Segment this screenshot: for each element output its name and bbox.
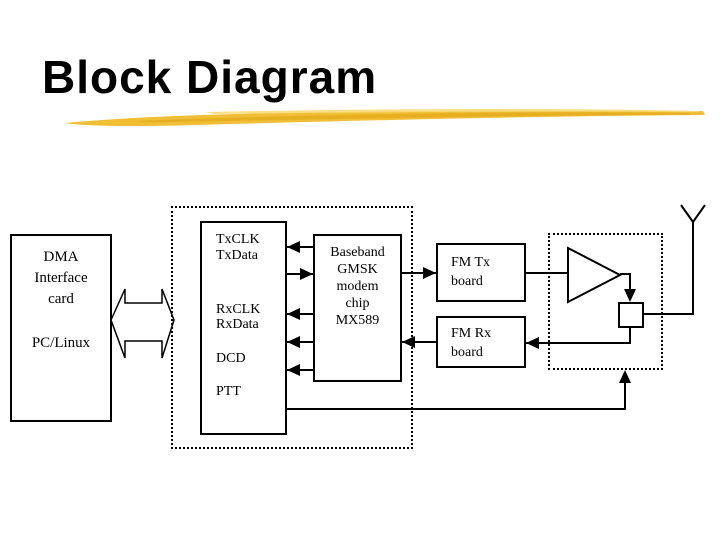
fm-tx-board-box: FM Tx board [436,243,526,302]
rxclk-arrowhead-icon [287,308,300,320]
dcd-line [287,369,313,371]
modem-label-line1: Baseband [330,245,385,260]
antenna-switch-box [618,302,644,328]
fm-tx-label-line2: board [451,274,483,289]
fm-rx-board-box: FM Rx board [436,316,526,368]
modem-label-line3: modem [336,279,379,294]
fm-tx-label-line1: FM Tx [451,255,491,270]
bidirectional-bus-arrow-icon [110,288,175,359]
dcd-arrowhead-icon [287,364,300,376]
signal-label-rxdata: RxData [216,317,259,332]
amp-to-switch-arrowhead-icon [624,289,636,302]
pc-linux-label: PC/Linux [31,335,91,351]
modem-label-line5: MX589 [335,313,380,328]
modem-to-fmtx-arrowhead-icon [423,267,436,279]
fm-rx-label-line2: board [451,345,483,360]
dma-interface-card-box: DMA Interface card PC/Linux [10,234,112,422]
signal-label-txdata: TxData [216,248,258,263]
fmtx-to-amp-line [526,272,568,274]
switch-to-antenna-line [644,313,694,315]
rxdata-arrowhead-icon [287,336,300,348]
txclk-arrowhead-icon [287,241,300,253]
rf-section-dotted-box [548,233,663,370]
amp-out-horizontal-line [620,273,631,275]
modem-label-line4: chip [345,296,370,311]
fmrx-to-modem-arrowhead-icon [402,336,415,348]
switch-to-fmrx-line [526,342,631,344]
switch-down-line [629,328,631,343]
dma-card-label-line2: Interface [34,270,88,286]
brush-stroke-highlight [205,109,699,114]
brush-stroke-shade [135,112,691,123]
rxdata-line [287,341,313,343]
rxclk-line [287,313,313,315]
dma-card-label-line1: DMA [43,249,79,265]
signal-label-ptt: PTT [216,384,241,399]
fmrx-to-modem-line [402,341,436,343]
page-title: Block Diagram [42,51,378,103]
title-underline-brush-icon [65,109,705,127]
modem-chip-box: Baseband GMSK modem chip MX589 [313,234,402,382]
modem-label-line2: GMSK [337,262,378,277]
amplifier-icon [567,246,623,304]
signal-label-rxclk: RxCLK [216,302,261,317]
fm-rx-label-line1: FM Rx [451,326,492,341]
ptt-vertical-line [624,382,626,410]
signal-label-dcd: DCD [216,351,246,366]
switch-to-fmrx-arrowhead-icon [526,337,539,349]
txclk-line [287,246,313,248]
modem-to-fmtx-line [402,272,436,274]
signal-label-txclk: TxCLK [216,232,260,247]
ptt-horizontal-line [287,408,626,410]
txdata-arrowhead-icon [300,268,313,280]
amp-out-vertical-line [629,274,631,291]
antenna-icon [680,204,706,315]
ptt-arrowhead-icon [619,370,631,383]
dma-card-label-line3: card [48,291,74,307]
interface-section-dotted-box [171,206,413,449]
signal-interface-box: TxCLK TxData RxCLK RxData DCD PTT [200,221,287,435]
